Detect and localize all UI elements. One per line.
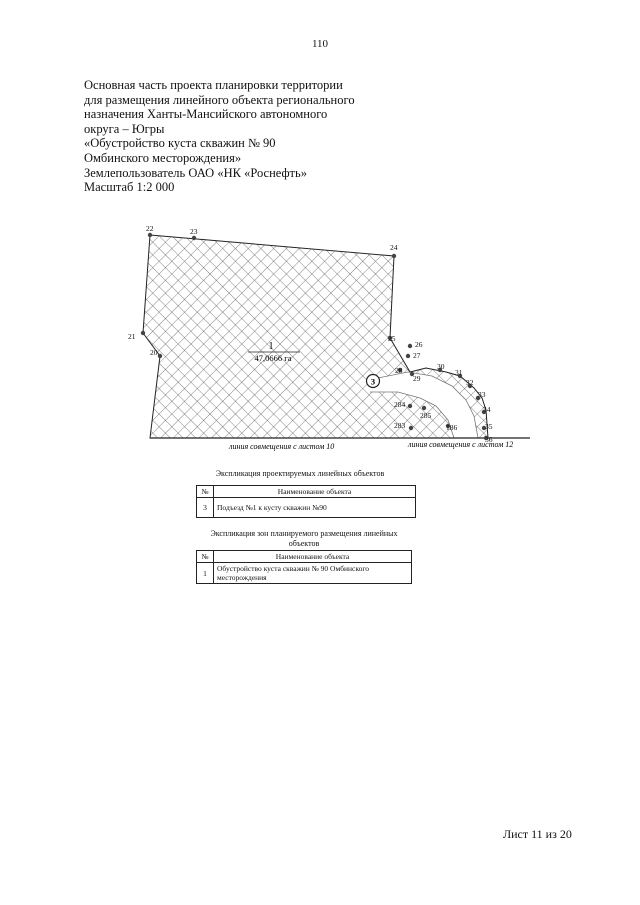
cell-name: Подъезд №1 к кусту скважин №90 (213, 497, 416, 518)
table-header-row: № Наименование объекта (196, 550, 412, 563)
road-outline (370, 391, 455, 439)
vertex-points (140, 232, 489, 441)
vertex-label: 26 (415, 340, 423, 349)
page-number: 110 (311, 38, 329, 50)
vertex-point (475, 395, 481, 401)
match-line-left-label: линия совмещения с листом 10 (228, 442, 334, 451)
vertex-label: 27 (413, 351, 421, 360)
cell-number: 1 (196, 562, 214, 584)
road-area (368, 372, 478, 438)
zones-table: № Наименование объекта 1 Обустройство ку… (196, 550, 412, 584)
header-line: «Обустройство куста скважин № 90 (84, 136, 276, 151)
zone-number: 1 (269, 341, 274, 352)
table2-caption: Экспликация зон планируемого размещения … (186, 529, 422, 549)
vertex-point (191, 235, 197, 241)
vertex-label: 32 (466, 378, 474, 387)
vertex-label: 284 (394, 400, 406, 409)
vertex-label: 31 (455, 368, 463, 377)
table-row: 1 Обустройство куста скважин № 90 Омбинс… (196, 562, 412, 584)
cell-name: Обустройство куста скважин № 90 Омбинско… (213, 562, 412, 584)
document-header: Основная часть проекта планировки террит… (84, 78, 414, 195)
sheet-counter: Лист 11 из 20 (503, 827, 572, 841)
vertex-label: 21 (128, 332, 136, 341)
vertex-label: 34 (483, 405, 491, 414)
vertex-point (391, 253, 397, 259)
object-marker (365, 373, 381, 389)
vertex-point (405, 353, 411, 359)
vertex-label: 33 (478, 390, 486, 399)
column-header-name: Наименование объекта (213, 550, 412, 563)
vertex-point (157, 353, 163, 359)
column-header-number: № (196, 485, 214, 498)
vertex-point (407, 403, 413, 409)
vertex-point (147, 232, 153, 238)
vertex-point (421, 405, 427, 411)
road-outline (367, 371, 479, 439)
vertex-label: 25 (388, 334, 396, 343)
vertex-point (397, 367, 403, 373)
header-line: Омбинского месторождения» (84, 150, 242, 165)
vertex-point (481, 409, 487, 415)
vertex-label: 36 (485, 435, 493, 444)
vertex-label: 28 (395, 366, 403, 375)
site-plan-drawing: 1 47,0666 га 3 22 23 24 21 20 25 26 (128, 224, 530, 451)
table-row: 3 Подъезд №1 к кусту скважин №90 (196, 497, 416, 518)
vertex-label: 23 (190, 227, 198, 236)
vertex-point (437, 367, 443, 373)
table2-caption-line: Экспликация зон планируемого размещения … (210, 529, 398, 538)
vertex-label: 30 (437, 362, 445, 371)
column-header-name: Наименование объекта (213, 485, 416, 498)
object-marker-number: 3 (371, 377, 375, 387)
header-line: для размещения линейного объекта региона… (84, 92, 355, 107)
vertex-point (445, 423, 451, 429)
vertex-labels: 22 23 24 21 20 25 26 27 28 29 30 31 32 3… (128, 224, 493, 444)
header-line: округа – Югры (84, 121, 165, 136)
scale-label: Масштаб 1:2 000 (84, 180, 175, 195)
vertex-point (407, 343, 413, 349)
vertex-point (483, 435, 489, 441)
planning-zone-area (142, 234, 489, 439)
match-line-right-label: линия совмещения с листом 12 (407, 440, 513, 449)
vertex-label: 35 (485, 422, 493, 431)
vertex-label: 283 (394, 421, 406, 430)
header-line: Землепользователь ОАО «НК «Роснефть» (84, 165, 307, 180)
header-line: Основная часть проекта планировки террит… (84, 78, 343, 92)
vertex-label: 186 (446, 423, 458, 432)
vertex-label: 22 (146, 224, 154, 233)
vertex-point (467, 383, 473, 389)
linear-objects-table: № Наименование объекта 3 Подъезд №1 к ку… (196, 485, 416, 518)
vertex-label: 24 (390, 243, 398, 252)
vertex-label: 29 (413, 374, 421, 383)
vertex-label: 285 (420, 411, 432, 420)
vertex-point (408, 425, 414, 431)
table2-caption-line: объектов (288, 539, 320, 548)
table-header-row: № Наименование объекта (196, 485, 416, 498)
vertex-point (387, 335, 393, 341)
vertex-point (457, 373, 463, 379)
column-header-number: № (196, 550, 214, 563)
vertex-point (409, 371, 415, 377)
vertex-point (481, 425, 487, 431)
header-line: назначения Ханты-Мансийского автономного (84, 107, 328, 122)
zone-area-label: 47,0666 га (254, 353, 291, 363)
vertex-point (140, 330, 146, 336)
table1-caption: Экспликация проектируемых линейных объек… (215, 469, 385, 478)
cell-number: 3 (196, 497, 214, 518)
vertex-label: 20 (150, 348, 158, 357)
